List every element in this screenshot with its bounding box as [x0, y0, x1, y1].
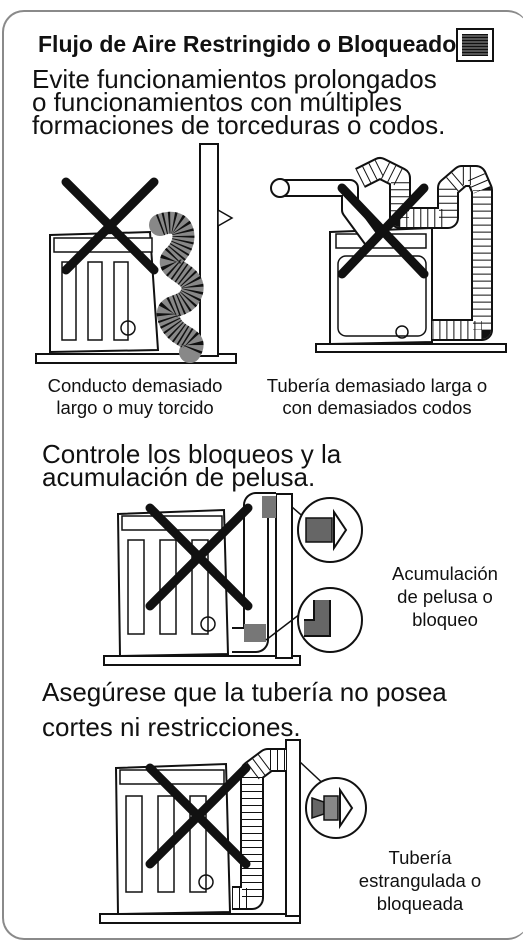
section2-heading-line-1: Controle los bloqueos y la: [42, 439, 342, 469]
section1-heading-line-2: o funcionamientos con múltiples: [32, 87, 402, 117]
prohibited-x-icon: [145, 503, 253, 611]
prohibited-x-icon: [61, 177, 159, 275]
caption-long-duct-line-1: Tubería demasiado larga o: [266, 375, 488, 396]
section1-heading-line-3: formaciones de torceduras o codos.: [32, 110, 446, 140]
page-frame: [2, 10, 523, 940]
caption-lint-line-3: bloqueo: [412, 609, 478, 630]
prohibited-x-icon: [145, 763, 251, 869]
caption-pinched-line-2: estrangulada o: [358, 870, 482, 891]
caption-long-duct-line-2: con demasiados codos: [282, 397, 472, 418]
section3-heading-line-2: cortes ni restricciones.: [42, 712, 301, 742]
vent-grille-icon: [456, 28, 494, 62]
caption-kinked-duct-line-1: Conducto demasiado: [47, 375, 223, 396]
section3-heading-line-1: Asegúrese que la tubería no posea: [42, 677, 447, 707]
prohibited-x-icon: [337, 183, 429, 279]
page-title: Flujo de Aire Restringido o Bloqueado: [38, 31, 457, 57]
section1-heading-line-1: Evite funcionamientos prolongados: [32, 64, 437, 94]
caption-pinched-line-3: bloqueada: [376, 893, 464, 914]
section2-heading-line-2: acumulación de pelusa.: [42, 462, 316, 492]
caption-pinched-line-1: Tubería: [388, 847, 452, 868]
caption-kinked-duct-line-2: largo o muy torcido: [56, 397, 214, 418]
caption-lint-line-1: Acumulación: [392, 563, 498, 584]
caption-lint-line-2: de pelusa o: [397, 586, 493, 607]
